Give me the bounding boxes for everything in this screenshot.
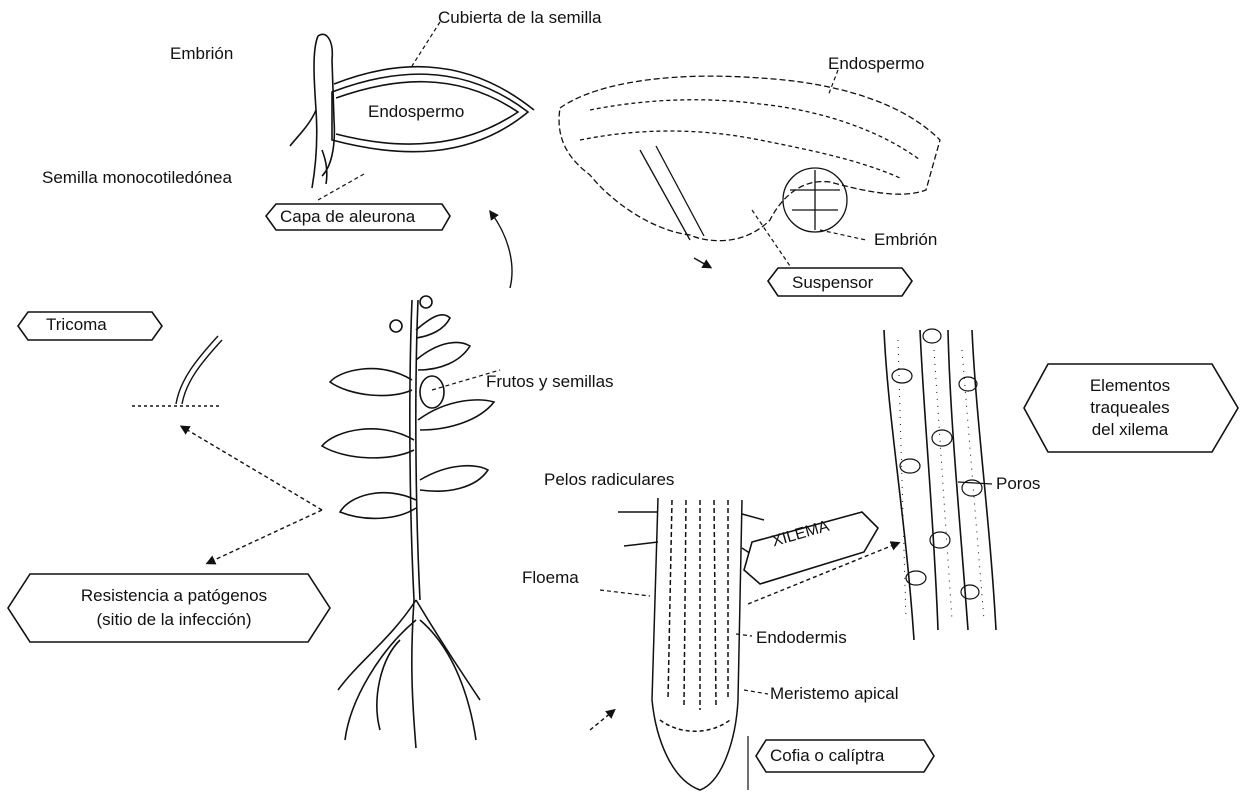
- pathogen-resistance-line-2: (sitio de la infección): [24, 610, 324, 630]
- root-tip-drawing: [618, 498, 764, 790]
- seed-coat-label: Cubierta de la semilla: [438, 8, 601, 28]
- endosperm-right-label: Endospermo: [828, 54, 924, 74]
- embryo-label-right: Embrión: [874, 230, 937, 250]
- trichome-label: Tricoma: [46, 315, 107, 335]
- tracheary-elements-line-3: del xilema: [1050, 420, 1210, 440]
- apical-meristem-label: Meristemo apical: [770, 684, 899, 704]
- endosperm-inner-label: Endospermo: [368, 102, 464, 122]
- root-hairs-label: Pelos radiculares: [544, 470, 674, 490]
- suspensor-label: Suspensor: [792, 273, 873, 293]
- xylem-vessels-drawing: [884, 329, 996, 640]
- tracheary-elements-line-1: Elementos: [1050, 376, 1210, 396]
- endodermis-label: Endodermis: [756, 628, 847, 648]
- monocot-seed-label: Semilla monocotiledónea: [42, 168, 232, 188]
- fruits-seeds-label: Frutos y semillas: [486, 372, 614, 392]
- embryo-label-top: Embrión: [170, 44, 233, 64]
- aleurone-layer-label: Capa de aleurona: [280, 207, 415, 227]
- trichome-drawing: [132, 336, 222, 406]
- tracheary-elements-line-2: traqueales: [1050, 398, 1210, 418]
- pores-label: Poros: [996, 474, 1040, 494]
- endosperm-embryo-drawing: [559, 76, 940, 241]
- root-cap-label: Cofia o calíptra: [770, 746, 884, 766]
- plant-drawing: [322, 296, 494, 748]
- pathogen-resistance-line-1: Resistencia a patógenos: [24, 586, 324, 606]
- leader-lines: [318, 22, 992, 790]
- phloem-label: Floema: [522, 568, 579, 588]
